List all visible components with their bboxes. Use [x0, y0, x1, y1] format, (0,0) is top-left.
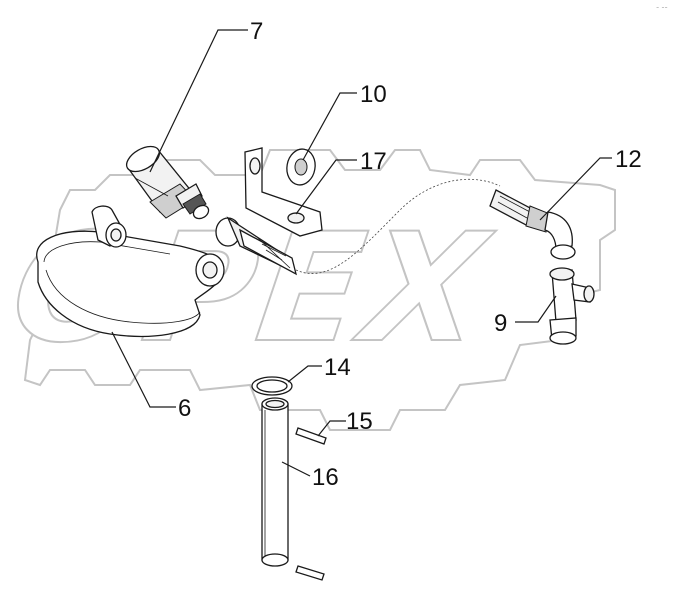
callout-7: 7 [250, 18, 263, 45]
corner-mark: ᐨ ᐨᐨ [656, 5, 668, 14]
part-14-o-ring [251, 376, 293, 396]
callout-9: 9 [494, 310, 507, 337]
part-9-tee-fitting [549, 267, 595, 345]
callout-6: 6 [178, 395, 191, 422]
part-12-elbow-fitting [489, 189, 576, 260]
leader-12 [539, 157, 612, 221]
callout-12: 12 [615, 146, 642, 173]
callout-labels: 7 10 17 12 9 6 14 15 16 [178, 18, 642, 491]
callout-16: 16 [312, 464, 339, 491]
callout-10: 10 [360, 81, 387, 108]
hose-path [295, 179, 501, 274]
callout-14: 14 [324, 354, 351, 381]
leader-6 [111, 331, 176, 408]
callout-15: 15 [346, 408, 373, 435]
leader-lines [111, 29, 612, 477]
part-15-pin [295, 427, 327, 581]
leader-15 [317, 420, 346, 437]
callout-17: 17 [360, 148, 387, 175]
leader-17 [295, 159, 357, 215]
leader-9 [515, 295, 557, 323]
part-16-pipe [261, 397, 289, 567]
part-10-washer [286, 148, 316, 186]
part-7-coupler [125, 145, 210, 220]
part-bolt [215, 216, 297, 276]
leader-14 [287, 365, 322, 383]
leader-16 [281, 461, 311, 477]
leader-10 [302, 92, 357, 161]
part-6-band-clamp [36, 205, 225, 338]
leader-7 [149, 29, 248, 173]
